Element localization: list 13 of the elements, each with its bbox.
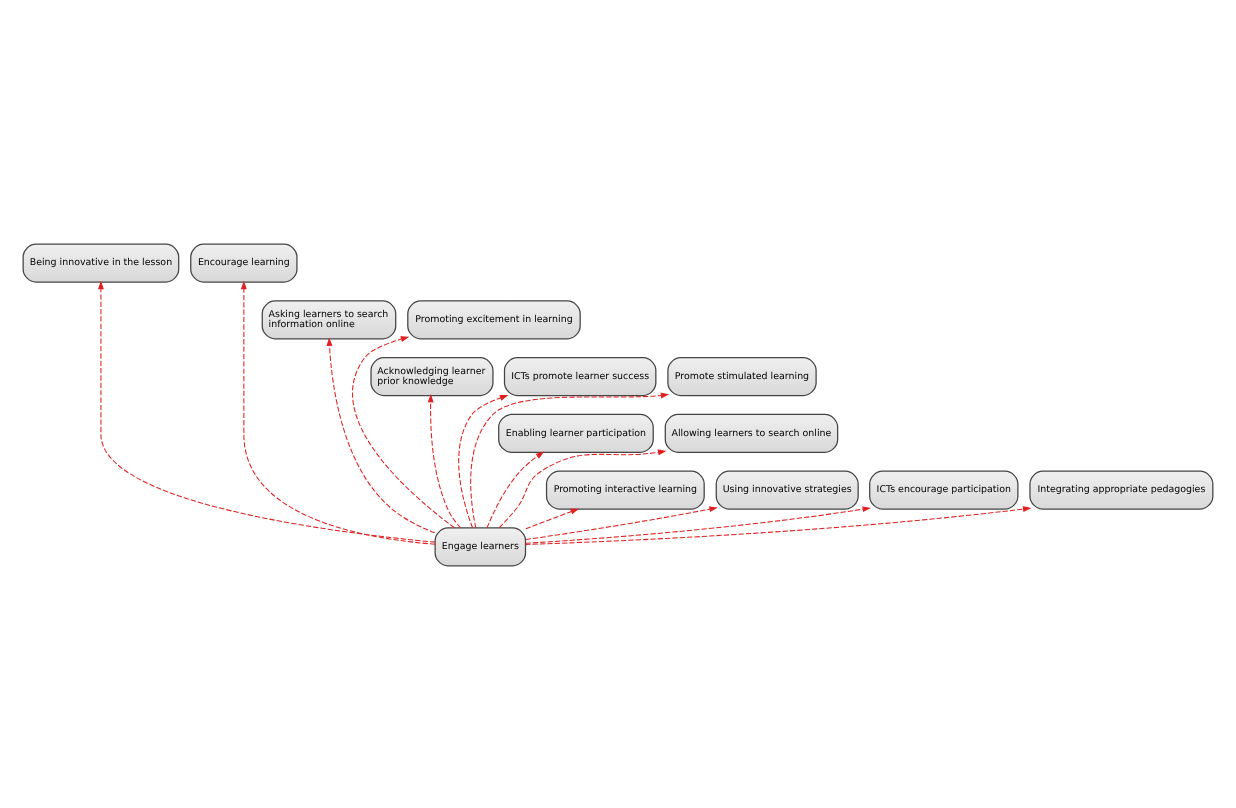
arrow bbox=[240, 279, 436, 544]
arrow bbox=[326, 336, 436, 533]
arrow bbox=[427, 392, 462, 528]
arrow bbox=[97, 279, 436, 542]
arrow bbox=[525, 505, 1032, 544]
arrow bbox=[525, 507, 579, 529]
arrow bbox=[525, 505, 871, 543]
arrow bbox=[525, 505, 718, 540]
arrow bbox=[352, 335, 455, 528]
arrow bbox=[470, 391, 670, 528]
arrow bbox=[486, 450, 545, 528]
arrow bbox=[458, 394, 509, 528]
arrow bbox=[498, 448, 667, 528]
